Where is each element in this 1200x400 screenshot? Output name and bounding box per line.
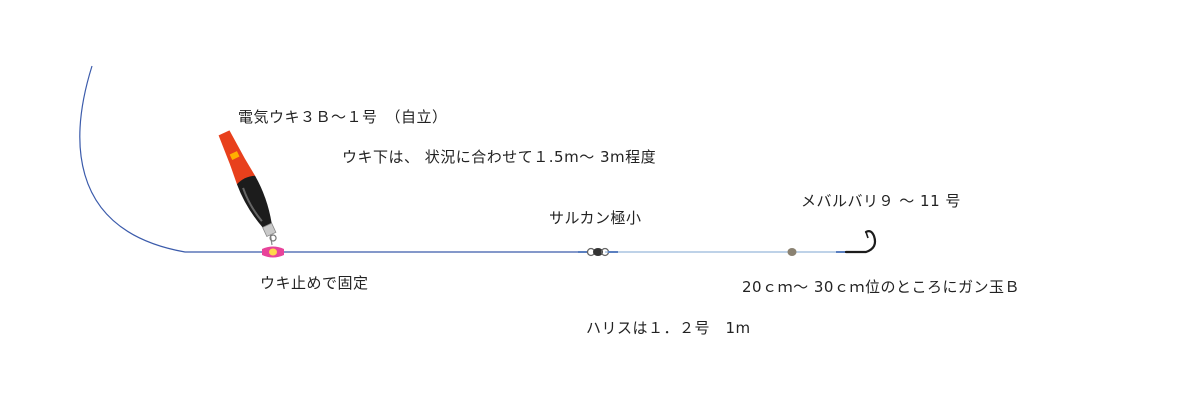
hook-icon [836,230,877,254]
hook-label: メバルバリ９ 〜 11 号 [801,192,961,210]
float-stop-label: ウキ止めで固定 [260,274,369,292]
split-shot-label: 20ｃｍ〜 30ｃｍ位のところにガン玉Ｂ [742,278,1020,296]
float-label: 電気ウキ３Ｂ〜１号 （自立） [238,108,448,126]
float-depth-label: ウキ下は、 状況に合わせて１.5m〜 3m程度 [342,148,657,166]
electric-float [218,130,277,246]
swivel-label: サルカン極小 [549,209,642,227]
leader-label: ハリスは１．２号 1m [586,319,751,337]
float-stop-icon [262,246,284,258]
swivel-icon [578,247,618,257]
main-line [79,65,585,253]
split-shot-icon [787,248,797,256]
